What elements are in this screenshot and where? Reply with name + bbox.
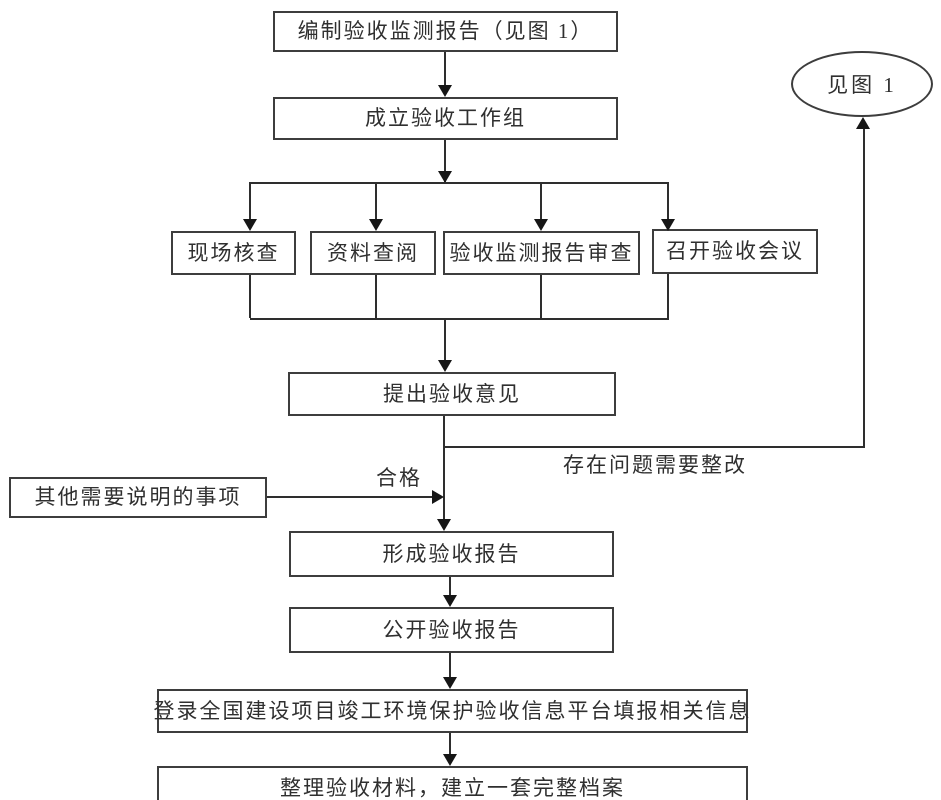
flow-node-acceptance-meeting: 召开验收会议 [652,229,818,274]
flow-node-monitoring-report-review: 验收监测报告审查 [443,231,640,275]
connector-merge-to-opinion [444,318,446,360]
connector-other-matters [267,496,432,498]
arrowhead-into-see-figure-1 [856,117,870,129]
flow-node-acceptance-opinion: 提出验收意见 [288,372,616,416]
flow-node-form-acceptance-workgroup: 成立验收工作组 [273,97,618,140]
connector-report-review-to-merge [540,275,542,318]
connector-form-to-publish [449,577,451,596]
arrowhead-into-opinion [438,360,452,372]
connector-branch-bar [250,182,669,184]
flow-node-site-inspection: 现场核查 [171,231,296,275]
arrowhead-into-report-review [534,219,548,231]
arrowhead-into-site-inspection [243,219,257,231]
flow-node-see-figure-1: 见图 1 [791,51,933,117]
arrowhead-into-platform [443,677,457,689]
arrowhead-into-meeting [661,219,675,231]
arrowhead-into-archive [443,754,457,766]
arrowhead-into-document-review [369,219,383,231]
flow-node-form-acceptance-report: 形成验收报告 [289,531,614,577]
connector-rectification-vertical [863,129,865,446]
flow-node-online-platform-filing: 登录全国建设项目竣工环境保护验收信息平台填报相关信息 [154,689,750,733]
arrowhead-other-matters [432,490,444,504]
flow-node-compile-monitoring-report: 编制验收监测报告（见图 1） [273,11,618,52]
connector-compile-to-workgroup [444,52,446,86]
arrowhead-into-form-report [437,519,451,531]
flow-node-publish-acceptance-report: 公开验收报告 [289,607,614,653]
flow-node-other-matters: 其他需要说明的事项 [9,477,267,518]
flow-node-archive-materials: 整理验收材料，建立一套完整档案 [157,766,748,800]
connector-branch-to-report-review [540,182,542,220]
connector-publish-to-platform [449,653,451,678]
connector-rectification-horizontal [445,446,865,448]
connector-meeting-to-merge [667,274,669,318]
connector-branch-to-meeting [667,182,669,220]
edge-label-needs-rectification: 存在问题需要整改 [563,453,747,477]
arrowhead-into-workgroup [438,85,452,97]
connector-document-review-to-merge [375,275,377,318]
connector-branch-to-document-review [375,182,377,220]
arrowhead-into-publish [443,595,457,607]
connector-branch-to-site-inspection [249,182,251,220]
connector-opinion-to-form-report [443,416,445,519]
connector-platform-to-archive [449,733,451,755]
connector-merge-bar [250,318,669,320]
connector-workgroup-to-branch [444,140,446,183]
edge-label-qualified: 合格 [376,466,422,490]
flow-node-document-review: 资料查阅 [310,231,436,275]
connector-site-inspection-to-merge [249,275,251,318]
arrowhead-branch-junction [438,171,452,183]
